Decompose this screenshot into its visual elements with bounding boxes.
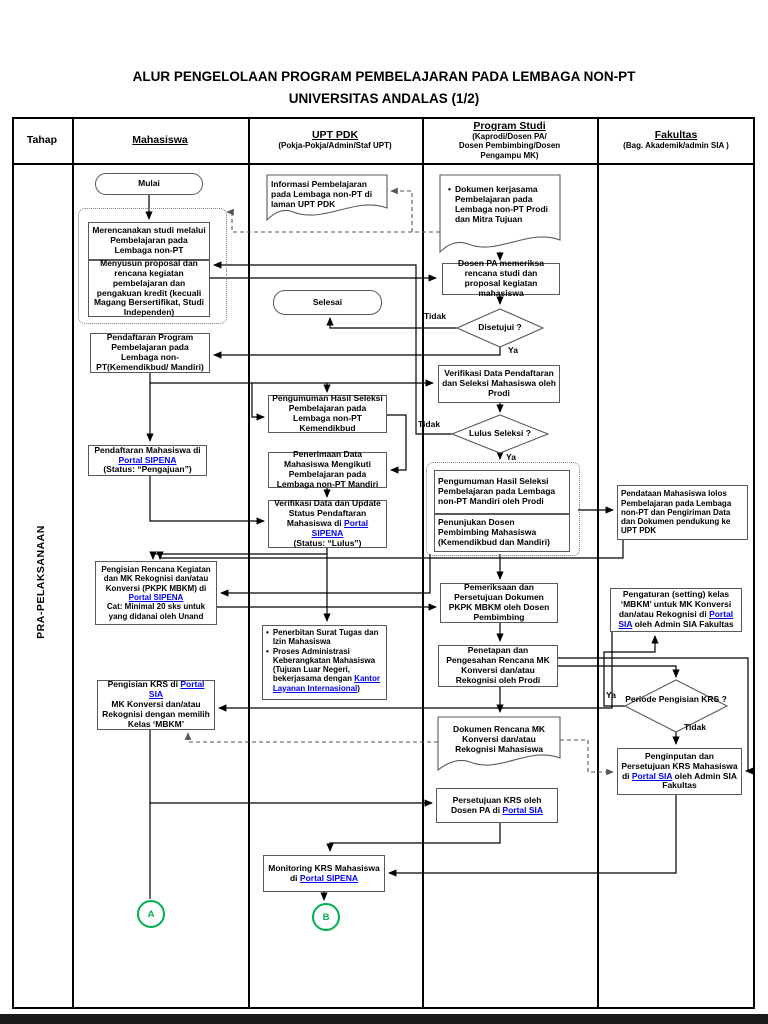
header-upt-pdk: UPT PDK (Pokja-Pokja/Admin/Staf UPT) [278, 129, 392, 151]
decision-lulus-seleksi-shape [450, 414, 550, 454]
node-monitoring-krs: Monitoring KRS Mahasiswa di Portal SIPEN… [263, 855, 385, 892]
bullet-item: Dokumen kerjasama Pembelajaran pada Lemb… [448, 184, 554, 224]
kantor-layanan-internasional-link[interactable]: Kantor Layanan Internasional [272, 674, 380, 693]
node-pengisian-pkpk: Pengisian Rencana Kegiatan dan MK Rekogn… [95, 561, 217, 625]
portal-sipena-link[interactable]: Portal SIPENA [128, 593, 184, 602]
table-frame [12, 117, 755, 1009]
node-informasi-pembelajaran: Informasi Pembelajaran pada Lembaga non-… [271, 179, 373, 210]
header-mahasiswa: Mahasiswa [132, 134, 188, 146]
bullet-item: Proses Administrasi Keberangkatan Mahasi… [266, 647, 383, 693]
column-divider [597, 117, 599, 1007]
document-info-pembelajaran-shape [266, 174, 388, 222]
node-menyusun-proposal: Menyusun proposal dan rencana kegiatan p… [88, 258, 210, 317]
node-persetujuan-krs-dosen-pa: Persetujuan KRS oleh Dosen PA di Portal … [436, 788, 558, 823]
node-verifikasi-update-status: Verifikasi Data dan Update Status Pendaf… [268, 498, 387, 548]
decision-disetujui-label: Disetujui ? [478, 322, 522, 332]
label-tidak: Tidak [424, 311, 447, 321]
node-mulai: Mulai [95, 173, 203, 195]
connector-a: A [137, 900, 165, 928]
page-title: ALUR PENGELOLAAN PROGRAM PEMBELAJARAN PA… [0, 66, 768, 111]
node-pendaftaran-sipena: Pendaftaran Mahasiswa di Portal SIPENA(S… [88, 445, 207, 476]
node-pendaftaran-program: Pendaftaran Program Pembelajaran pada Le… [90, 332, 210, 373]
column-divider [422, 117, 424, 1007]
portal-sipena-link[interactable]: Portal SIPENA [311, 518, 369, 538]
bullet-item: Penerbitan Surat Tugas dan Izin Mahasisw… [266, 628, 383, 647]
label-ya: Ya [506, 452, 516, 462]
label-ya: Ya [508, 345, 518, 355]
node-merencanakan-studi: Merencanakan studi melalui Pembelajaran … [88, 222, 210, 260]
decision-disetujui-shape [455, 308, 545, 348]
node-penginputan-krs: Penginputan dan Persetujuan KRS Mahasisw… [617, 748, 742, 795]
node-surat-tugas: Penerbitan Surat Tugas dan Izin Mahasisw… [262, 625, 387, 700]
node-pengaturan-kelas-mbkm: Pengaturan (setting) kelas ‘MBKM’ untuk … [610, 588, 742, 632]
node-dosen-pa-memeriksa: Dosen PA memeriksa rencana studi dan pro… [442, 258, 560, 298]
node-penunjukan-pembimbing: Penunjukan Dosen Pembimbing Mahasiswa (K… [434, 514, 570, 552]
node-pendataan-mahasiswa-lolos: Pendataan Mahasiswa lolos Pembelajaran p… [617, 485, 748, 540]
group-pengumuman-penunjukan [426, 462, 580, 556]
portal-sipena-link[interactable]: Portal SIPENA [118, 454, 177, 465]
header-tahap: Tahap [26, 134, 58, 146]
portal-sia-link[interactable]: Portal SIA [502, 804, 544, 815]
decision-periode-krs-label: Periode Pengisian KRS ? [625, 694, 727, 704]
page-title-line2: UNIVERSITAS ANDALAS (1/2) [288, 91, 480, 107]
column-divider [248, 117, 250, 1007]
node-selesai: Selesai [273, 290, 382, 315]
header-program-studi: Program Studi (Kaprodi/Dosen PA/ Dosen P… [458, 120, 561, 160]
page-title-line1: ALUR PENGELOLAAN PROGRAM PEMBELAJARAN PA… [132, 69, 636, 84]
portal-sia-link[interactable]: Portal SIA [148, 679, 205, 700]
header-fakultas: Fakultas (Bag. Akademik/admin SIA ) [623, 129, 729, 151]
column-divider [72, 117, 74, 1007]
portal-sia-link[interactable]: Portal SIA [618, 609, 734, 629]
label-ya: Ya [606, 690, 616, 700]
node-verifikasi-pendaftaran-prodi: Verifikasi Data Pendaftaran dan Seleksi … [438, 365, 560, 403]
node-dokumen-rencana-mk: Dokumen Rencana MK Konversi dan/atau Rek… [452, 724, 546, 755]
decision-lulus-seleksi-label: Lulus Seleksi ? [469, 428, 531, 438]
node-penerimaan-data: Penerimaan Data Mahasiswa Mengikuti Pemb… [268, 449, 387, 489]
node-dokumen-kerjasama: Dokumen kerjasama Pembelajaran pada Lemb… [448, 184, 554, 224]
portal-sia-link[interactable]: Portal SIA [631, 770, 673, 781]
node-pengumuman-kemendikbud: Pengumuman Hasil Seleksi Pembelajaran pa… [268, 393, 387, 433]
node-pengumuman-mandiri: Pengumuman Hasil Seleksi Pembelajaran pa… [434, 470, 570, 514]
portal-sipena-link[interactable]: Portal SIPENA [299, 872, 359, 883]
connector-b: B [312, 903, 340, 931]
label-tidak: Tidak [684, 722, 707, 732]
group-perencanaan [78, 208, 227, 324]
decision-periode-krs-shape [623, 679, 729, 733]
label-tidak: Tidak [418, 419, 441, 429]
node-penetapan-pengesahan: Penetapan dan Pengesahan Rencana MK Konv… [438, 645, 558, 687]
document-rencana-mk-shape [437, 716, 561, 772]
header-divider [12, 163, 755, 165]
node-pemeriksaan-pkpk: Pemeriksaan dan Persetujuan Dokumen PKPK… [440, 582, 558, 623]
viewer-bottom-bar [0, 1014, 768, 1024]
